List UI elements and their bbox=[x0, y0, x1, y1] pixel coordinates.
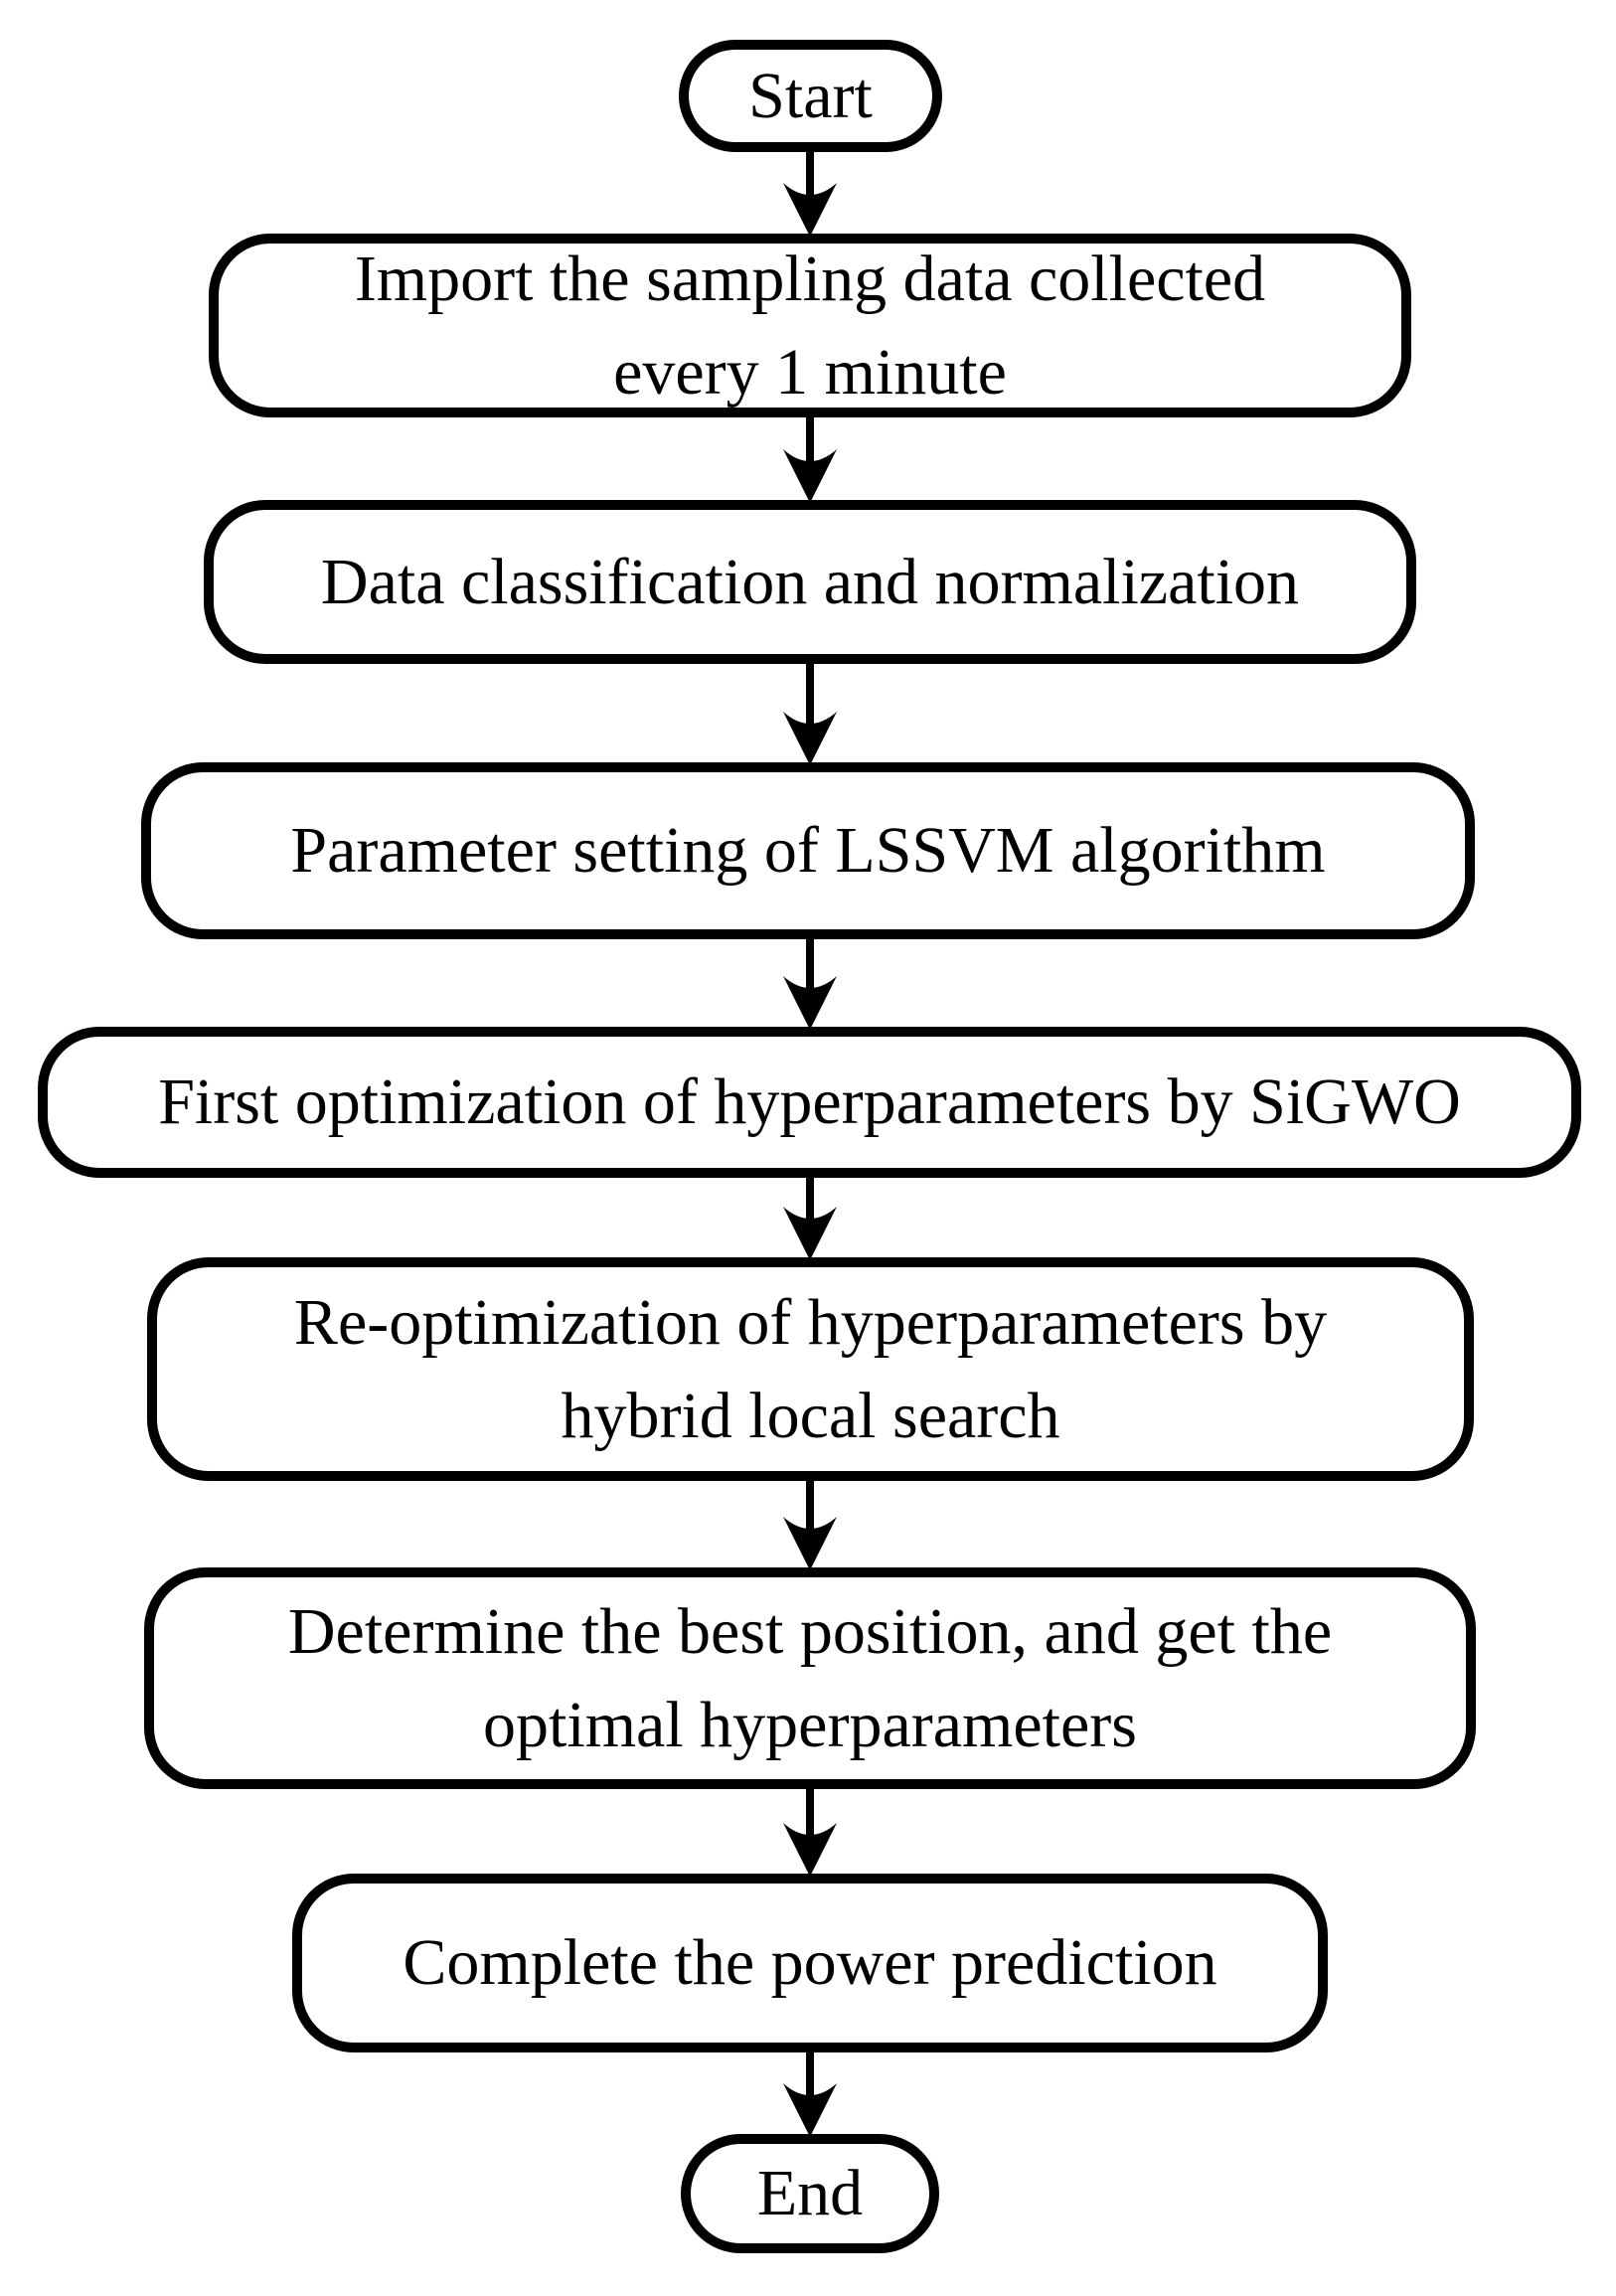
arrow-parameter-to-firstopt-icon bbox=[783, 937, 837, 1030]
arrow-classify-to-parameter-icon bbox=[783, 662, 837, 765]
node-parameter-setting: Parameter setting of LSSVM algorithm bbox=[141, 762, 1475, 939]
node-import-data: Import the sampling data collected every… bbox=[209, 234, 1411, 417]
arrow-complete-to-end-icon bbox=[783, 2050, 837, 2137]
node-classify-normalize: Data classification and normalization bbox=[204, 500, 1416, 664]
node-first-optimization: First optimization of hyperparameters by… bbox=[38, 1027, 1581, 1178]
node-end: End bbox=[681, 2134, 939, 2253]
arrow-firstopt-to-reopt-icon bbox=[783, 1176, 837, 1260]
node-re-optimization: Re-optimization of hyperparameters by hy… bbox=[147, 1257, 1474, 1481]
node-complete-prediction: Complete the power prediction bbox=[292, 1874, 1328, 2052]
node-start: Start bbox=[679, 40, 942, 152]
arrow-start-to-import-icon bbox=[783, 149, 837, 237]
arrow-import-to-classify-icon bbox=[783, 415, 837, 503]
node-determine-best: Determine the best position, and get the… bbox=[144, 1567, 1476, 1789]
arrow-reopt-to-determine-icon bbox=[783, 1479, 837, 1570]
arrow-determine-to-complete-icon bbox=[783, 1787, 837, 1877]
